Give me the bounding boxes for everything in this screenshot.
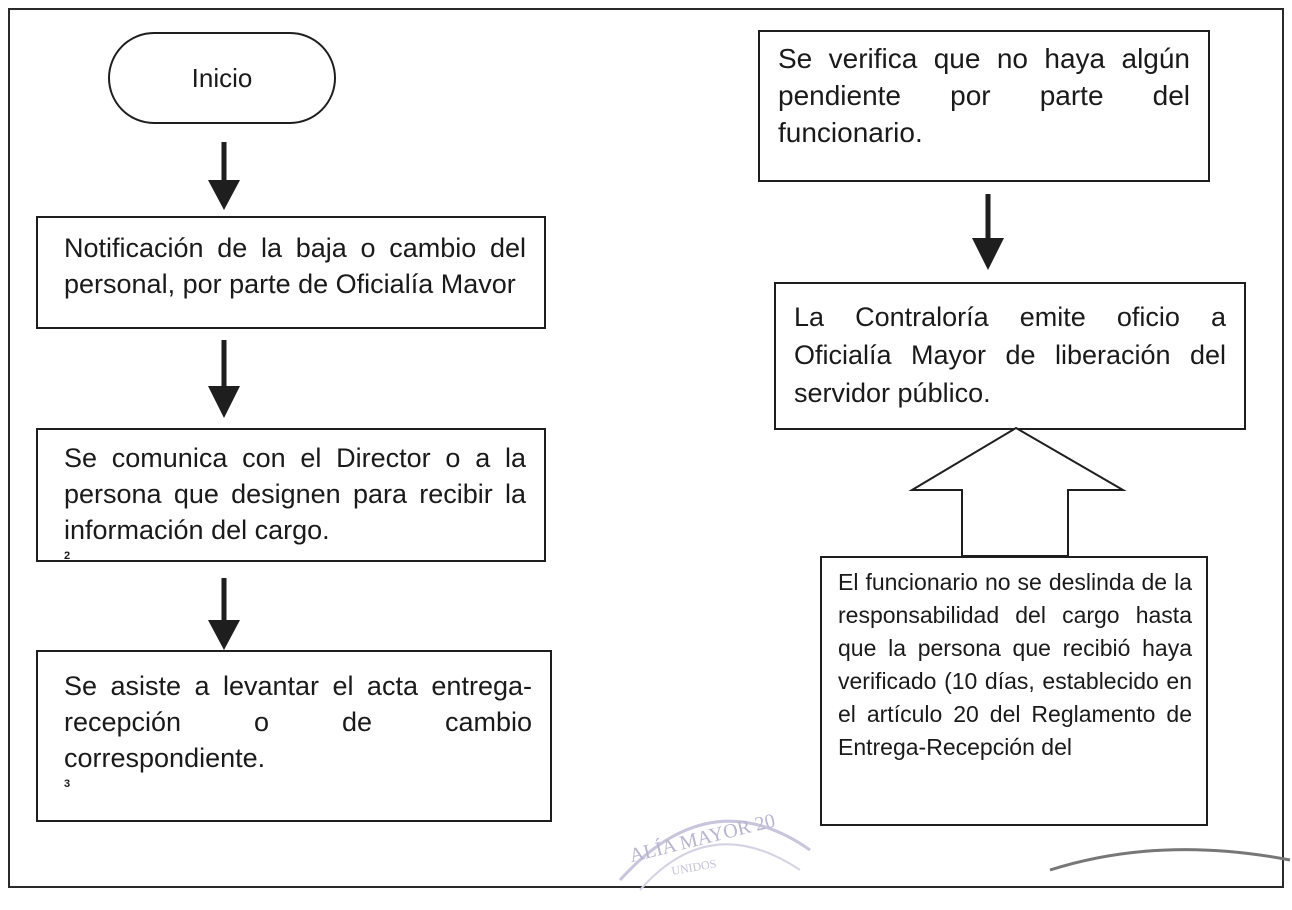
arrowhead-start-to-notification [208,180,240,210]
start-label: Inicio [191,62,253,93]
step-act-text: Se asiste a levantar el acta entrega-rec… [64,671,532,773]
note-responsibility-box: El funcionario no se deslinda de la resp… [820,556,1208,826]
step-release-box: La Contraloría emite oficio a Oficialía … [774,282,1246,430]
official-seal-stamp: ALÍA MAYOR 20 UNIDOS [618,809,811,891]
block-arrow-note-to-release [908,426,1127,557]
step-verify-box: Se verifica que no haya algún pendiente … [758,30,1210,182]
step-notification-box: Notificación de la baja o cambio del per… [36,216,546,329]
seal-arc-right [1049,848,1291,872]
arrowhead-communicate-to-act [208,620,240,650]
step-notification-text: Notificación de la baja o cambio del per… [64,233,526,299]
start-terminal: Inicio [108,32,336,124]
note-responsibility-text: El funcionario no se deslinda de la resp… [838,569,1192,760]
arrowhead-notification-to-communicate [208,386,240,418]
svg-text:UNIDOS: UNIDOS [670,856,717,878]
step-verify-text: Se verifica que no haya algún pendiente … [778,43,1190,148]
flow-arrows [208,142,1127,650]
step-communicate-text: Se comunica con el Director o a la perso… [64,443,526,545]
arrowhead-verify-to-release [972,238,1004,270]
step-act-box: Se asiste a levantar el acta entrega-rec… [36,650,552,822]
step-communicate-box: Se comunica con el Director o a la perso… [36,428,546,562]
step-release-text: La Contraloría emite oficio a Oficialía … [794,302,1226,408]
footnote-2: 2 [64,550,71,562]
footnote-3: 3 [64,778,71,790]
